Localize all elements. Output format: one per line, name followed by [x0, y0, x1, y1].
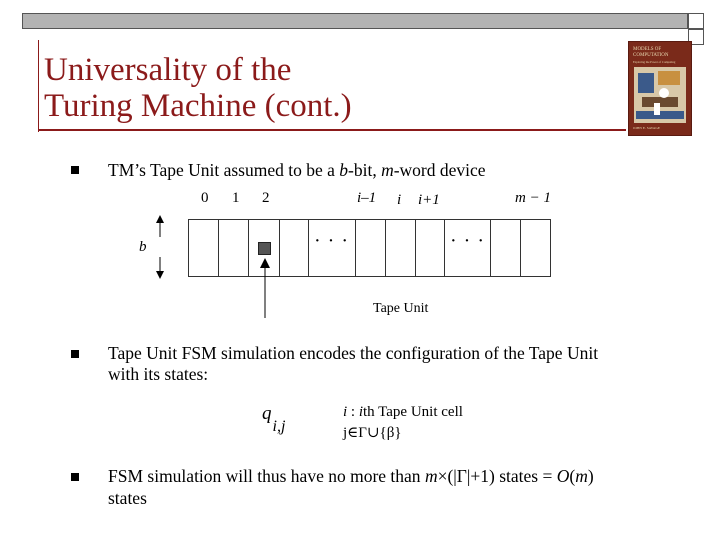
- cell-note-line-2: j∈Γ∪{β}: [343, 425, 402, 441]
- book-title-text: MODELS OF COMPUTATION: [633, 47, 669, 58]
- tape-cell: [279, 219, 309, 277]
- ellipsis-right: · · ·: [450, 230, 485, 252]
- left-rule: [38, 40, 39, 132]
- paren-close: ): [587, 466, 594, 486]
- bullet-1-prefix: TM’s Tape Unit assumed to be a: [108, 160, 340, 180]
- bullet-marker: [71, 166, 79, 174]
- tape-index-m-minus-1: m − 1: [515, 190, 551, 206]
- note-var-i: i: [343, 404, 348, 420]
- tape-cell: [415, 219, 445, 277]
- header-bar: [22, 13, 688, 29]
- tape-index-2: 2: [262, 190, 270, 206]
- tape-index-i-plus-1: i+1: [418, 192, 440, 208]
- var-b: b: [339, 160, 349, 180]
- state-variable: qi,j: [262, 403, 285, 435]
- tape-cell: [490, 219, 521, 277]
- note-rest: th Tape Unit cell: [363, 404, 463, 420]
- tape-index-i: i: [397, 192, 402, 208]
- tape-edge: [444, 276, 490, 277]
- cell-note-line-1: i : ith Tape Unit cell: [343, 404, 463, 421]
- tape-head-marker: [258, 242, 271, 255]
- title-underline: [38, 129, 626, 131]
- bullet-marker: [71, 473, 79, 481]
- tape-edge: [308, 276, 355, 277]
- tape-cell: [520, 219, 551, 277]
- bullet-3-line-2: states: [108, 488, 147, 508]
- tape-edge: [308, 219, 355, 220]
- tape-cell: [385, 219, 416, 277]
- bullet-marker: [71, 350, 79, 358]
- bullet-3-times: ×(|Γ|+1) states =: [437, 466, 557, 486]
- bullet-2-line-1: Tape Unit FSM simulation encodes the con…: [108, 343, 599, 363]
- var-m: m: [381, 160, 394, 180]
- bullet-1-mid: -bit,: [348, 160, 382, 180]
- tape-cell: [218, 219, 249, 277]
- book-subtitle-text: Exploring the Power of Computing: [633, 60, 676, 64]
- bit-width-arrow: [156, 215, 164, 279]
- tape-index-0: 0: [201, 190, 209, 206]
- bullet-3-line-1: FSM simulation will thus have no more th…: [108, 466, 594, 487]
- window-control-box[interactable]: [688, 29, 704, 45]
- slide-title-line-1: Universality of the: [44, 52, 292, 88]
- book-cover-image: MODELS OF COMPUTATION Exploring the Powe…: [628, 41, 692, 136]
- bullet-1-text: TM’s Tape Unit assumed to be a b-bit, m-…: [108, 160, 486, 181]
- bullet-2-line-2: with its states:: [108, 364, 209, 384]
- slide-title-line-2: Turing Machine (cont.): [44, 88, 352, 124]
- window-control-box[interactable]: [688, 13, 704, 29]
- tape-cell: [355, 219, 386, 277]
- tape-index-1: 1: [232, 190, 240, 206]
- var-O: O: [556, 466, 570, 486]
- tape-edge: [444, 219, 490, 220]
- bullet-1-suffix: -word device: [393, 160, 486, 180]
- tape-cell: [188, 219, 219, 277]
- state-q: q: [262, 403, 272, 424]
- paren-open: (: [569, 466, 576, 486]
- book-author-text: JOHN E. SAVAGE: [633, 126, 661, 130]
- note-colon: :: [347, 404, 359, 420]
- bit-width-label: b: [139, 239, 147, 255]
- book-cover-illustration: [634, 67, 686, 123]
- head-pointer-arrow: [260, 258, 270, 318]
- state-subscript: i,j: [272, 418, 286, 435]
- bullet-3-prefix: FSM simulation will thus have no more th…: [108, 466, 425, 486]
- ellipsis-left: · · ·: [314, 230, 349, 252]
- note-var-i-2: i: [358, 404, 364, 420]
- tape-index-i-minus-1: i–1: [357, 190, 377, 206]
- var-m: m: [424, 466, 438, 486]
- var-m: m: [575, 466, 588, 486]
- tape-unit-caption: Tape Unit: [373, 301, 429, 316]
